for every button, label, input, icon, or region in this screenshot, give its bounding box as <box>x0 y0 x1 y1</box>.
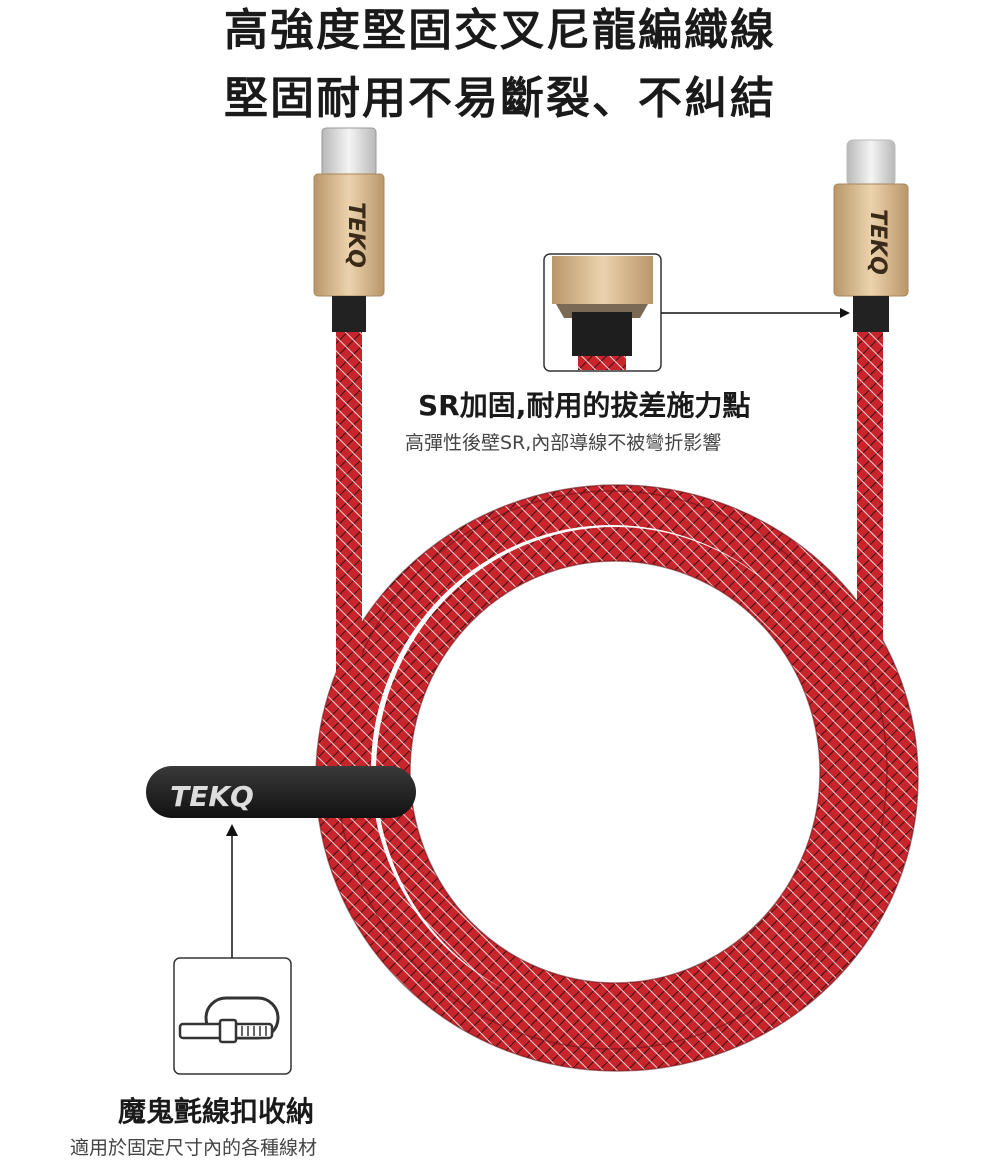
brand-logo-strap: TEKQ <box>170 780 254 813</box>
arrow-icon <box>226 824 238 958</box>
brand-logo-right: TEKQ <box>865 209 890 275</box>
velcro-strap-icon <box>173 957 292 1075</box>
lightning-connector-icon: TEKQ <box>833 139 909 332</box>
cable-left-vertical <box>336 330 362 810</box>
sr-callout-title: SR加固,耐用的拔差施力點 <box>418 389 751 422</box>
strap-callout-subtitle: 適用於固定尺寸內的各種線材 <box>70 1137 318 1159</box>
velcro-strap: TEKQ <box>146 766 416 818</box>
brand-logo-left: TEKQ <box>343 202 368 268</box>
headline-line-2: 堅固耐用不易斷裂、不糾結 <box>224 73 776 124</box>
sr-detail-box <box>543 253 662 372</box>
headline-line-1: 高強度堅固交叉尼龍編織線 <box>224 5 776 56</box>
cable-coil <box>316 485 918 1071</box>
usb-c-connector-icon: TEKQ <box>313 127 385 332</box>
cable-right-vertical <box>857 330 883 660</box>
strap-callout-title: 魔鬼氈線扣收納 <box>118 1095 315 1128</box>
sr-callout-subtitle: 高彈性後壁SR,內部導線不被彎折影響 <box>405 432 722 454</box>
arrow-icon <box>661 308 850 318</box>
